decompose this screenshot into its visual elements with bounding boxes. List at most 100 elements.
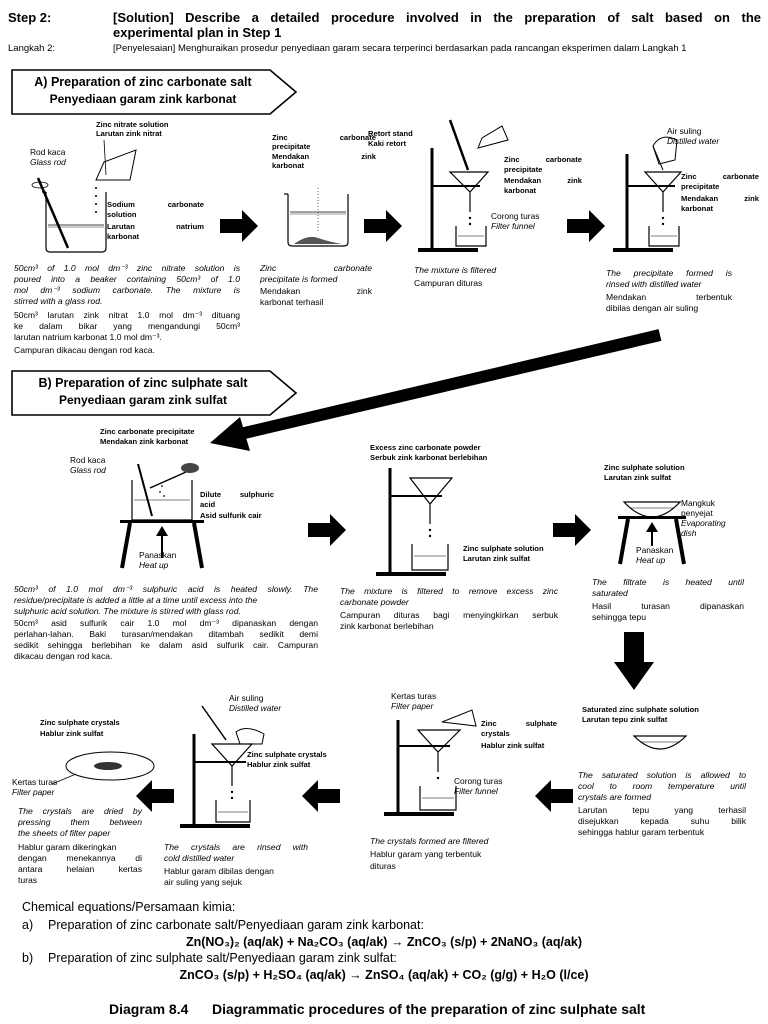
a3-ppt-ms2: karbonat [504, 186, 537, 195]
b1-heated-beaker-illustration [120, 463, 204, 569]
b4-sat-en: Saturated zinc sulphate solution [582, 705, 699, 714]
b6-cry-ms: Hablur zink sulfat [247, 760, 311, 769]
a1-nitrate-en: Zinc nitrate solution [96, 120, 169, 129]
section-b-subtitle: Penyediaan garam zink sulfat [58, 393, 228, 407]
equation-b: ZnCO₃ (s/p) + H₂SO₄ (aq/ak) → ZnSO₄ (aq/… [179, 968, 589, 982]
a3-ppt-en2: precipitate [504, 165, 543, 174]
a2-beaker-illustration [284, 188, 349, 247]
b3-caption-ms1: Hasil turasan dipanaskan [592, 601, 744, 611]
b4-dish-illustration [632, 735, 688, 750]
b6-caption-ms1: Hablur garam dibilas dengan [164, 866, 274, 876]
a3-filter-stand-illustration [418, 119, 509, 252]
section-b-title: B) Preparation of zinc sulphate salt [38, 376, 248, 390]
langkah-label: Langkah 2: [8, 43, 56, 54]
b4-caption-en2: cool to room temperature until [578, 781, 746, 791]
a2-label-ms2: karbonat [272, 161, 305, 170]
b7-cry-en: Zinc sulphate crystals [40, 718, 120, 727]
b1-caption-en-2: residue/precipitate is added a little at… [14, 595, 258, 605]
b3-evaporating-dish-illustration [618, 501, 686, 565]
equation-b-text: Preparation of zinc sulphate salt/Penyed… [48, 951, 397, 965]
a3-retort-ms: Kaki retort [368, 139, 406, 148]
a4-caption-en2: rinsed with distilled water [606, 279, 702, 289]
arrow-right-icon [308, 514, 346, 546]
b6-caption-ms2: air suling yang sejuk [164, 877, 242, 887]
a3-ppt-en1: Zinc carbonate [504, 155, 582, 164]
b3-sol-ms: Larutan zink sulfat [604, 473, 672, 482]
a3-retort-en: Retort stand [368, 129, 413, 138]
b1-acid-en1: Dilute sulphuric [200, 490, 274, 499]
b2-caption-ms1: Campuran dituras bagi menyingkirkan serb… [340, 610, 558, 620]
b4-caption-en3: crystals are formed [578, 792, 652, 802]
a4-ppt-en2: precipitate [681, 182, 720, 191]
b1-heat-ms: Panaskan [139, 550, 177, 560]
b2-sol-ms: Larutan zink sulfat [463, 554, 531, 563]
equation-b-label: b) [22, 951, 34, 965]
b1-caption-ms-1: 50cm³ asid sulfurik cair 1.0 mol dm⁻³ di… [14, 618, 318, 628]
a1-caption-en-2: poured into a beaker containing 50cm³ of… [14, 274, 240, 284]
a4-water-ms: Air suling [667, 126, 702, 136]
b1-heat-en: Heat up [139, 560, 169, 570]
a2-label-ms1: Mendakan zink [272, 152, 376, 161]
b7-leader-line [51, 773, 77, 785]
b3-heat-en: Heat up [636, 555, 666, 565]
a2-caption-ms2: karbonat terhasil [260, 297, 324, 307]
a1-caption-en-1: 50cm³ of 1.0 mol dm⁻³ zinc nitrate solut… [14, 263, 240, 273]
b7-filter-paper-illustration [65, 751, 155, 781]
b5-cry-en1: Zinc sulphate [481, 719, 557, 728]
b7-paper-en: Filter paper [12, 787, 55, 797]
equations-heading: Chemical equations/Persamaan kimia: [22, 900, 236, 914]
a1-carb-ms2: karbonat [107, 232, 140, 241]
arrow-down-icon [614, 632, 654, 690]
b5-paper-ms: Kertas turas [391, 691, 437, 701]
step-text-line2: experimental plan in Step 1 [113, 25, 282, 40]
a1-carb-ms1: Larutan natrium [107, 222, 204, 231]
a1-caption-en-3: mol dm⁻³ sodium carbonate. The mixture i… [14, 285, 240, 295]
b2-caption-en1: The mixture is filtered to remove excess… [340, 586, 558, 596]
a-step1-beaker-illustration [31, 139, 137, 253]
b4-caption-ms2: disejukkan kepada suhu bilik [578, 816, 746, 826]
langkah-text: [Penyelesaian] Menghuraikan prosedur pen… [113, 43, 687, 54]
b5-filter-stand-illustration [384, 709, 477, 816]
equation-a: Zn(NO₃)₂ (aq/ak) + Na₂CO₃ (aq/ak) → ZnCO… [185, 935, 583, 949]
a1-caption-en-4: stirred with a glass rod. [14, 296, 103, 306]
b5-caption-ms2: dituras [370, 861, 396, 871]
a4-ppt-ms2: karbonat [681, 204, 714, 213]
b6-caption-en2: cold distilled water [164, 853, 235, 863]
b3-dish-en2: dish [681, 528, 697, 538]
a1-nitrate-ms: Larutan zink nitrat [96, 129, 162, 138]
b4-sat-ms: Larutan tepu zink sulfat [582, 715, 668, 724]
equation-a-text: Preparation of zinc carbonate salt/Penye… [48, 918, 424, 932]
b4-caption-en1: The saturated solution is allowed to [578, 770, 746, 780]
b1-ppt-en: Zinc carbonate precipitate [100, 427, 195, 436]
a3-funnel-en: Filter funnel [491, 221, 535, 231]
a1-carb-en1: Sodium carbonate [107, 200, 204, 209]
b5-funnel-ms: Corong turas [454, 776, 503, 786]
b7-caption-en2: pressing them between [18, 817, 142, 827]
b2-filter-stand-illustration [376, 468, 454, 576]
arrow-left-icon [535, 780, 573, 812]
a2-label-en1: Zinc carbonate [272, 133, 376, 142]
b5-caption-en: The crystals formed are filtered [370, 836, 489, 846]
b3-heat-ms: Panaskan [636, 545, 674, 555]
b6-cry-en: Zinc sulphate crystals [247, 750, 327, 759]
a4-water-en: Distilled water [667, 136, 720, 146]
b5-caption-ms1: Hablur garam yang terbentuk [370, 849, 482, 859]
b7-paper-ms: Kertas turas [12, 777, 58, 787]
a4-caption-ms1: Mendakan terbentuk [606, 292, 732, 302]
b1-rod-en: Glass rod [70, 465, 106, 475]
b4-caption-ms3: sehingga hablur garam terbentuk [578, 827, 705, 837]
b7-caption-ms3: antara helaian kertas [18, 864, 142, 874]
a2-caption-ms1: Mendakan zink [260, 286, 372, 296]
section-a-title: A) Preparation of zinc carbonate salt [34, 75, 252, 89]
a2-label-en2: precipitate [272, 142, 311, 151]
b7-caption-ms1: Hablur garam dikeringkan [18, 842, 117, 852]
b7-cry-ms: Hablur zink sulfat [40, 729, 104, 738]
a4-caption-ms2: dibilas dengan air suling [606, 303, 699, 313]
b3-caption-en1: The filtrate is heated until [592, 577, 744, 587]
a1-rod-en: Glass rod [30, 157, 66, 167]
b7-caption-en1: The crystals are dried by [18, 806, 142, 816]
a4-rinse-stand-illustration [613, 136, 683, 252]
b1-caption-ms-3: sedikit sehingga berlebihan ke dalam asi… [14, 640, 318, 650]
b3-dish-ms1: Mangkuk [681, 498, 715, 508]
a4-caption-en1: The precipitate formed is [606, 268, 732, 278]
